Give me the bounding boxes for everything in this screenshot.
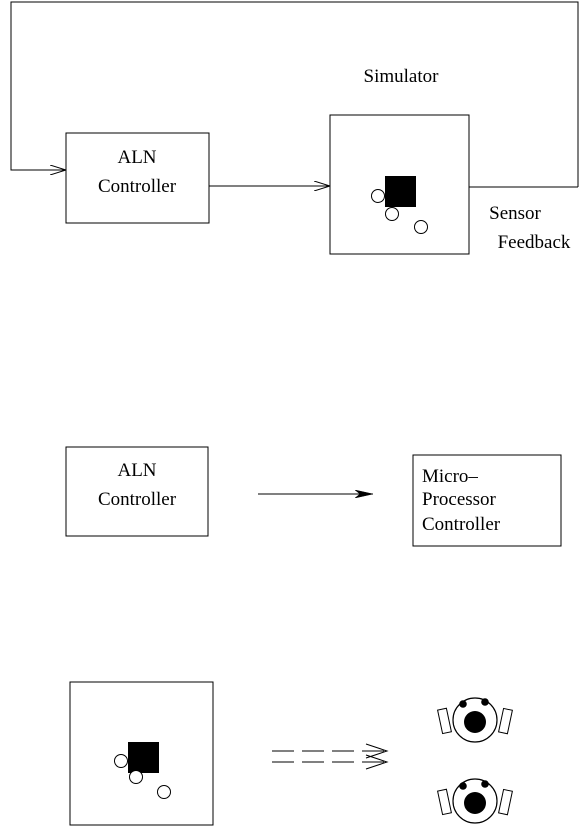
- simulator-obstacle-circle-1: [371, 189, 385, 203]
- microprocessor-controller-box: [412, 454, 562, 547]
- simulator-obstacle-circle-2: [385, 207, 399, 221]
- dashed-transfer-arrow: [272, 743, 389, 770]
- bottom-obstacle-circle-3: [157, 785, 171, 799]
- microprocessor-line2: Processor: [422, 489, 497, 510]
- simulator-obstacle-circle-3: [414, 220, 428, 234]
- physical-robot-2: [436, 778, 513, 824]
- aln-controller-mid-line2: Controller: [98, 489, 177, 510]
- aln-controller-mid-line1: ALN: [117, 460, 156, 481]
- aln-controller-top-line1: ALN: [117, 147, 156, 168]
- feedback-loop-line: [10, 1, 579, 187]
- physical-robot-1: [436, 697, 513, 743]
- aln-controller-box-top: [65, 132, 210, 224]
- sensor-label: Sensor: [489, 203, 541, 224]
- simulator-robot-square: [385, 176, 416, 207]
- aln-controller-box-mid: [65, 446, 209, 537]
- simulator-title: Simulator: [364, 66, 440, 87]
- microprocessor-line1: Micro–: [422, 466, 478, 487]
- bottom-robot-square: [128, 742, 159, 773]
- aln-controller-top-line2: Controller: [98, 176, 177, 197]
- bottom-obstacle-circle-1: [114, 754, 128, 768]
- microprocessor-line3: Controller: [422, 514, 501, 535]
- feedback-label: Feedback: [498, 232, 571, 253]
- bottom-obstacle-circle-2: [129, 770, 143, 784]
